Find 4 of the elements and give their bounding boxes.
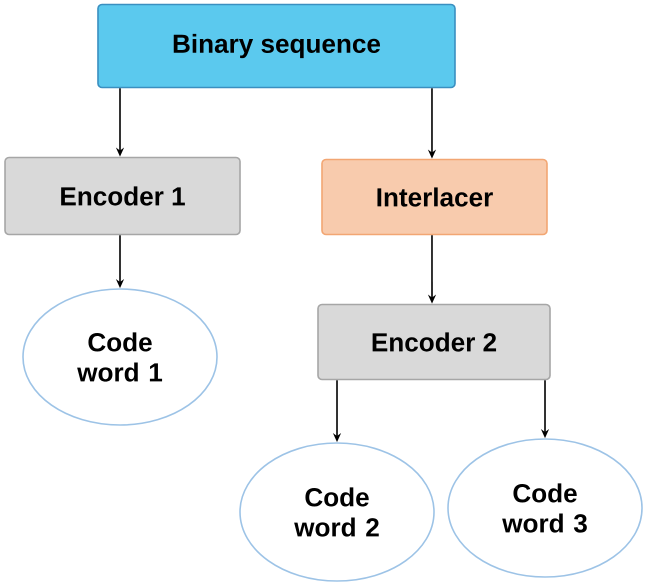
process-box: Encoder 2 — [317, 304, 551, 380]
process-box: Encoder 1 — [4, 156, 241, 236]
process-box: Binary sequence — [97, 4, 456, 88]
process-box: Interlacer — [321, 158, 548, 236]
